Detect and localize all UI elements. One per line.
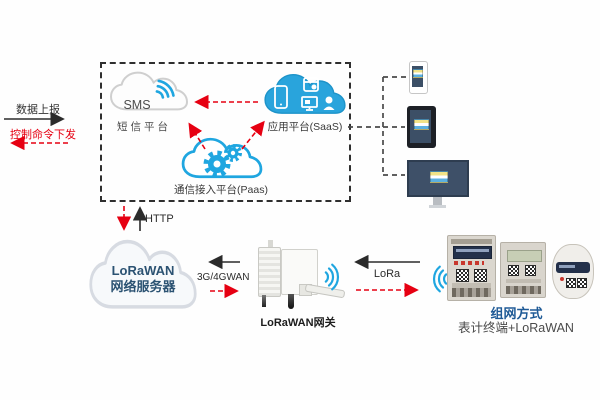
gateway-unit-left: [258, 247, 281, 297]
meter1-header: [451, 239, 492, 244]
display-monitor-icon: [407, 160, 469, 197]
downlink-label: 控制命令下发: [10, 129, 76, 141]
networking-mode-title: 组网方式: [490, 306, 543, 321]
meter1-digits: [454, 261, 484, 265]
sms-cloud-text: SMS: [123, 98, 151, 112]
user-icon: [325, 96, 333, 104]
qr-code-icon: [474, 269, 487, 282]
platform-boundary-box: [100, 62, 351, 202]
gateway-side-antenna: [262, 295, 266, 307]
qr-code-icon: [525, 265, 536, 276]
network-server-label: LoRaWAN 网络服务器: [88, 263, 198, 295]
sms-platform-label: 短信平台: [117, 121, 171, 133]
sms-cloud-icon: [110, 71, 188, 111]
network-server-line1: LoRaWAN: [111, 263, 175, 278]
network-server-cloud-icon: [89, 239, 197, 309]
monitor-stand: [433, 197, 442, 206]
tablet-screen: [410, 110, 431, 143]
meter3-display: [556, 262, 590, 273]
lora-link-label: LoRa: [373, 268, 401, 280]
gateway-signal-icon: [324, 263, 339, 291]
gateway-down-antenna: [288, 294, 294, 309]
qr-code-icon: [456, 269, 469, 282]
meter-signal-icon: [433, 265, 448, 293]
qr-code-icon: [577, 278, 587, 288]
meter2-display: [507, 250, 542, 262]
wan-link-label: 3G/4GWAN: [197, 272, 250, 283]
meter2-strip: [506, 279, 541, 283]
app-window-icon: [303, 77, 319, 92]
gateway-antenna-stub: [268, 240, 273, 248]
smartphone-icon: [409, 61, 428, 94]
saas-cloud-icon: [264, 73, 346, 114]
qr-code-icon: [566, 278, 576, 288]
uplink-label: 数据上报: [16, 104, 60, 116]
paas-platform-label: 通信接入平台(Paas): [174, 184, 268, 196]
meter1-strip: [452, 283, 491, 288]
smartphone-screen: [412, 66, 423, 87]
meter1-terminals: [452, 288, 491, 297]
meter-terminal-2: [500, 242, 546, 298]
network-server-line2: 网络服务器: [110, 279, 176, 294]
saas-platform-label: 应用平台(SaaS): [267, 121, 343, 133]
monitor-base: [429, 205, 446, 208]
meter-terminal-3: [552, 244, 594, 299]
saas-icons: [274, 77, 335, 111]
qr-code-icon: [508, 265, 519, 276]
sms-signal-icon: [155, 79, 175, 99]
http-label: HTTP: [145, 213, 174, 225]
meter1-display: [453, 246, 492, 259]
meter2-terminals: [506, 286, 541, 294]
meter-terminal-1: [447, 235, 496, 301]
tablet-icon: [407, 106, 436, 148]
networking-mode-subtitle: 表计终端+LoRaWAN: [458, 321, 574, 335]
meter3-button: [560, 277, 564, 281]
gears-icon: [203, 144, 242, 178]
gateway-label: LoRaWAN网关: [260, 317, 336, 329]
phone-icon: [274, 85, 288, 109]
gear-icon: [311, 84, 317, 90]
